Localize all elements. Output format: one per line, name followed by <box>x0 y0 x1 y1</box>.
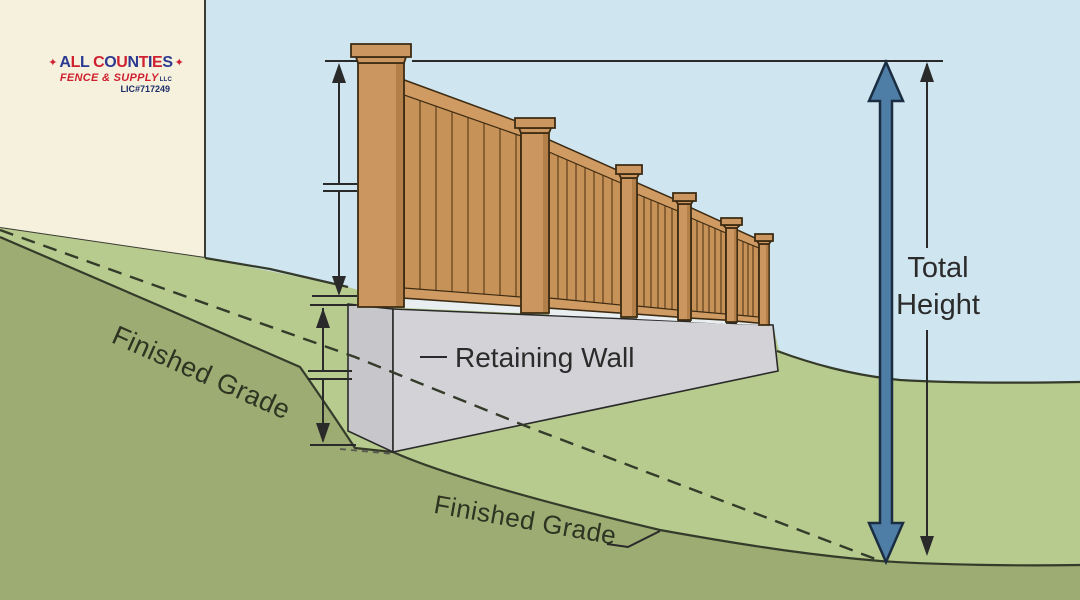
original-grade-dashed-line <box>0 228 879 562</box>
panel-board-lines <box>557 156 613 304</box>
logo-tagline: FENCE & SUPPLYLLC <box>58 73 174 84</box>
total-height-dimension-line <box>920 62 934 556</box>
total-height-line2: Height <box>896 289 980 321</box>
fence-post <box>350 43 412 308</box>
logo-star-right-icon: ✦ <box>174 56 184 69</box>
panel-board-lines <box>696 221 722 314</box>
post-cap <box>350 43 412 58</box>
wall-height-dimension <box>308 304 356 446</box>
grass-lower-slope <box>0 235 1080 600</box>
fence-height-dimension <box>312 63 357 297</box>
fence-post <box>615 164 643 318</box>
retaining-wall-label: Retaining Wall <box>455 342 635 373</box>
logo-tagline-text: FENCE & SUPPLY <box>59 72 159 84</box>
panel-board-lines <box>419 101 517 297</box>
finished-grade-leader-line <box>606 530 661 549</box>
panel-board-lines <box>643 197 673 309</box>
dimension-arrowhead-up <box>332 63 346 83</box>
fence-post <box>754 233 774 326</box>
house-wall <box>0 0 206 260</box>
company-logo: ✦ ALL COUNTIES ✦ FENCE & SUPPLYLLC LIC#7… <box>48 54 184 94</box>
fence-post <box>720 217 743 323</box>
retaining-wall <box>339 303 779 455</box>
fence-panel <box>736 228 760 324</box>
fence-panel <box>403 78 522 307</box>
panel-bottom-rail <box>736 314 760 324</box>
dimension-arrowhead-down <box>332 276 346 296</box>
logo-star-left-icon: ✦ <box>48 56 58 69</box>
retaining-wall-front-face <box>392 308 779 453</box>
fence-post <box>672 192 697 321</box>
fence-post <box>514 117 556 314</box>
fence-panel <box>636 181 679 318</box>
post-cap <box>514 117 556 129</box>
total-height-blue-arrow <box>867 58 905 566</box>
logo-company-name: ALL COUNTIES <box>59 54 173 71</box>
dimension-arrowhead-down <box>316 423 330 443</box>
logo-name-row: ✦ ALL COUNTIES ✦ <box>48 54 184 71</box>
panel-board-lines <box>742 242 754 316</box>
post-cap <box>720 217 743 226</box>
retaining-wall-left-face <box>347 303 394 454</box>
post-cap <box>754 233 774 242</box>
total-height-label: Total Height <box>893 250 983 324</box>
total-height-line1: Total <box>907 252 969 284</box>
post-cap <box>672 192 697 202</box>
dimension-arrowhead-up <box>316 308 330 328</box>
buried-footing-dashed-line <box>339 448 394 455</box>
logo-license-number: LIC#717249 <box>120 84 170 94</box>
dimension-arrowhead-down <box>920 536 934 556</box>
logo-llc-suffix: LLC <box>159 77 173 83</box>
fence-posts <box>350 43 774 326</box>
post-cap <box>615 164 643 175</box>
dimension-arrowhead-up <box>920 62 934 82</box>
